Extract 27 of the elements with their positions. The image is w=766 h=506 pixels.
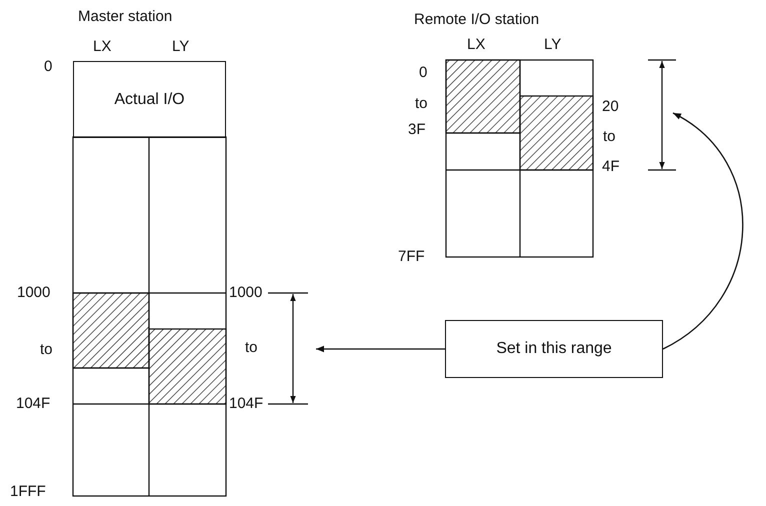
node-label: Actual I/O <box>114 90 185 108</box>
address-label: 20 <box>602 98 619 116</box>
address-label: 7FF <box>398 248 425 266</box>
address-label: to <box>415 95 428 113</box>
address-label: LY <box>172 38 190 56</box>
address-label: 1000 <box>17 284 50 302</box>
address-label: 1FFF <box>10 483 46 501</box>
memory-region <box>73 61 226 138</box>
address-label: LX <box>93 38 112 56</box>
address-label: Remote I/O station <box>414 11 540 29</box>
address-label: to <box>40 341 53 359</box>
address-label: Master station <box>78 8 172 26</box>
address-label: 0 <box>419 64 428 82</box>
arrow <box>662 112 744 350</box>
arrow <box>316 346 445 352</box>
address-label: LX <box>467 36 486 54</box>
address-label: 3F <box>408 121 426 139</box>
address-label: to <box>245 339 258 357</box>
address-label: LY <box>544 36 562 54</box>
address-label: 0 <box>44 58 52 76</box>
address-label: 104F <box>16 395 50 413</box>
process-box <box>445 320 663 378</box>
address-label: 104F <box>229 395 264 413</box>
node-label: Set in this range <box>496 340 612 358</box>
address-label: 4F <box>602 158 620 176</box>
address-label: 1000 <box>229 284 262 302</box>
address-label: to <box>603 128 616 146</box>
